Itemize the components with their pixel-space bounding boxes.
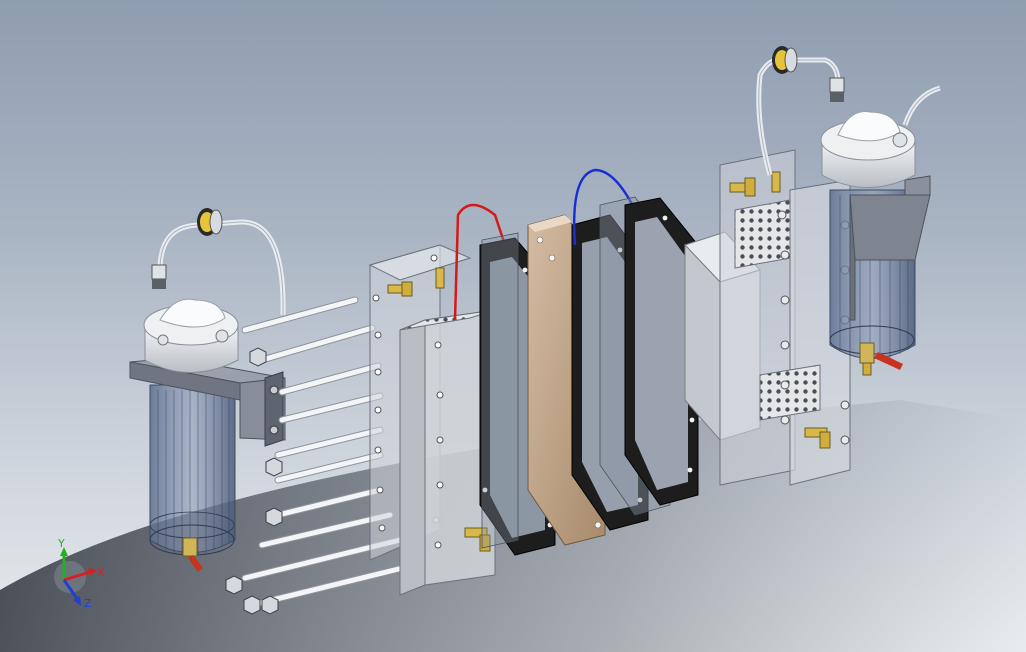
right-reservoir[interactable] bbox=[756, 46, 941, 376]
left-reservoir-cap bbox=[143, 298, 239, 373]
right-chamber-fittings bbox=[729, 171, 831, 449]
tie-rods bbox=[225, 296, 419, 615]
left-mount-bracket bbox=[129, 357, 286, 447]
red-wire bbox=[453, 203, 507, 321]
left-inline-filter bbox=[197, 208, 223, 236]
right-drain-valve bbox=[859, 342, 903, 376]
triad-x-label: X bbox=[97, 566, 105, 579]
triad-y-label: Y bbox=[57, 537, 65, 550]
blue-wire bbox=[572, 168, 637, 246]
right-inline-filter bbox=[772, 46, 798, 74]
left-vent-tube bbox=[151, 219, 286, 316]
triad-y-axis bbox=[60, 547, 68, 580]
triad-z-label: Z bbox=[84, 597, 92, 610]
right-electrode-chamber bbox=[719, 149, 851, 486]
outer-gasket bbox=[624, 197, 699, 506]
right-reservoir-cap bbox=[820, 110, 916, 188]
right-vent-tube bbox=[756, 56, 941, 176]
left-reservoir[interactable] bbox=[129, 208, 286, 572]
triad-z-axis bbox=[62, 579, 81, 606]
left-electrode-mesh bbox=[481, 232, 519, 549]
left-drain-valve bbox=[182, 537, 203, 572]
triad-x-axis bbox=[63, 568, 97, 582]
left-bottle bbox=[149, 384, 236, 556]
left-electrode-chamber bbox=[387, 267, 496, 596]
left-chamber-fittings bbox=[387, 267, 491, 552]
right-mount-bracket bbox=[849, 175, 931, 321]
